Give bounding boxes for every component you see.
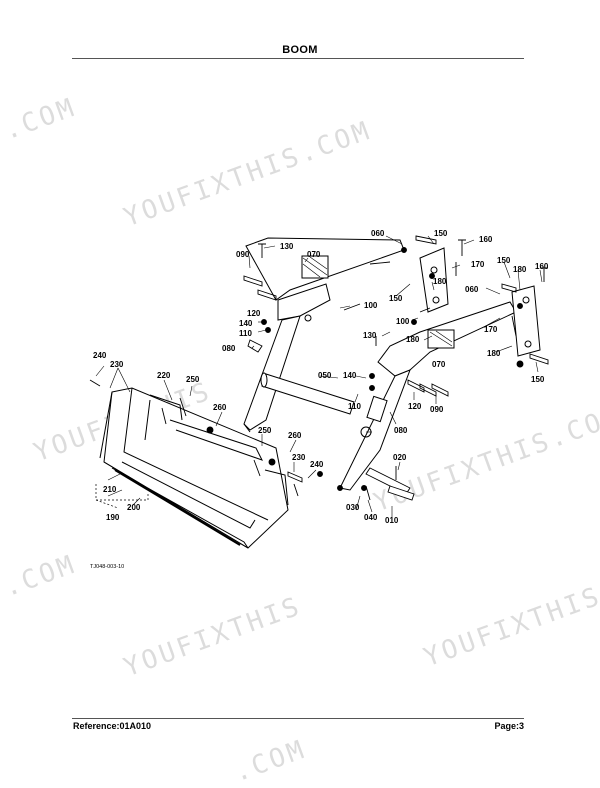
callout-100: 100 bbox=[364, 301, 378, 310]
callout-080: 080 bbox=[394, 426, 408, 435]
callout-230: 230 bbox=[292, 453, 306, 462]
callout-250: 250 bbox=[186, 375, 200, 384]
callout-180: 180 bbox=[433, 277, 447, 286]
callout-260: 260 bbox=[288, 431, 302, 440]
left-boom-arm bbox=[243, 237, 405, 433]
callout-170: 170 bbox=[484, 325, 498, 334]
callout-120: 120 bbox=[408, 402, 422, 411]
callout-260: 260 bbox=[213, 403, 227, 412]
callout-090: 090 bbox=[430, 405, 444, 414]
callout-130: 130 bbox=[280, 242, 294, 251]
callout-180: 180 bbox=[487, 349, 501, 358]
callout-150: 150 bbox=[531, 375, 545, 384]
callout-110: 110 bbox=[239, 329, 252, 338]
callout-240: 240 bbox=[310, 460, 324, 469]
callout-220: 220 bbox=[157, 371, 171, 380]
callout-140: 140 bbox=[239, 319, 253, 328]
callout-060: 060 bbox=[371, 229, 385, 238]
callout-180: 180 bbox=[513, 265, 527, 274]
callout-190: 190 bbox=[106, 513, 120, 522]
callout-060: 060 bbox=[465, 285, 479, 294]
callout-080: 080 bbox=[222, 344, 236, 353]
leader-lines bbox=[95, 235, 543, 520]
callout-150: 150 bbox=[497, 256, 511, 265]
dashed-group-bracket bbox=[95, 484, 149, 509]
callout-050: 050 bbox=[318, 371, 332, 380]
right-boom-arm bbox=[339, 301, 517, 491]
callout-110: 110 bbox=[348, 402, 361, 411]
callout-010: 010 bbox=[385, 516, 399, 525]
cross-tube bbox=[260, 372, 355, 415]
page-title: BOOM bbox=[282, 44, 318, 56]
callout-090: 090 bbox=[236, 250, 250, 259]
header-divider bbox=[72, 58, 524, 59]
callout-210: 210 bbox=[103, 485, 117, 494]
figure-id: TJ048-003-10 bbox=[90, 564, 124, 570]
callout-230: 230 bbox=[110, 360, 124, 369]
callout-240: 240 bbox=[93, 351, 107, 360]
callout-020: 020 bbox=[393, 453, 407, 462]
callout-120: 120 bbox=[247, 309, 261, 318]
callout-160: 160 bbox=[535, 262, 549, 271]
callout-150: 150 bbox=[434, 229, 448, 238]
page-number: Page:3 bbox=[494, 721, 524, 731]
callout-250: 250 bbox=[258, 426, 272, 435]
callout-170: 170 bbox=[471, 260, 485, 269]
callout-180: 180 bbox=[406, 335, 420, 344]
callout-070: 070 bbox=[432, 360, 446, 369]
bucket-drawing bbox=[99, 387, 289, 549]
callout-100: 100 bbox=[396, 317, 410, 326]
callout-150: 150 bbox=[389, 294, 403, 303]
callout-140: 140 bbox=[343, 371, 357, 380]
callout-labels: 130 090 070 060 150 160 170 150 180 160 … bbox=[90, 229, 549, 570]
callout-130: 130 bbox=[363, 331, 377, 340]
reference-code: Reference:01A010 bbox=[73, 721, 152, 731]
callout-200: 200 bbox=[127, 503, 141, 512]
callout-160: 160 bbox=[479, 235, 493, 244]
callout-030: 030 bbox=[346, 503, 360, 512]
callout-040: 040 bbox=[364, 513, 378, 522]
callout-070: 070 bbox=[307, 250, 321, 259]
footer-divider bbox=[72, 718, 524, 719]
